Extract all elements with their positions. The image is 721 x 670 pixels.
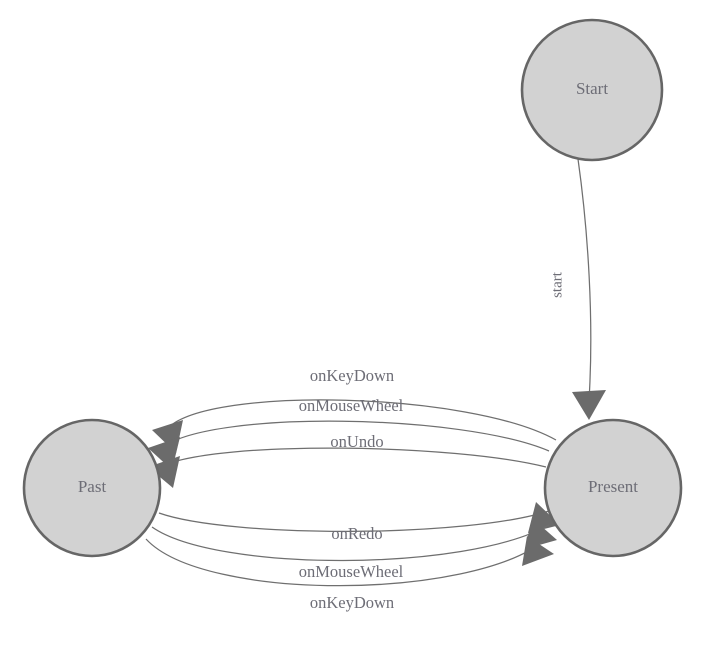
node-past-label: Past <box>78 477 107 496</box>
node-past-circle <box>22 418 162 558</box>
edge-label-past-to-present-onkeydown: onKeyDown <box>310 593 394 612</box>
edge-present-to-past-onundo-arrowhead <box>148 456 180 488</box>
edge-label-past-to-present-onredo: onRedo <box>331 524 382 543</box>
edge-start-to-present-arrowhead <box>572 390 606 420</box>
node-present[interactable]: Present <box>543 418 683 558</box>
edge-label-start: start <box>549 271 565 298</box>
edge-past-to-present-onredo-path <box>158 509 553 533</box>
edge-past-to-present-onkeydown[interactable]: onKeyDown <box>145 536 554 612</box>
edge-label-present-to-past-onkeydown: onKeyDown <box>310 366 394 385</box>
edge-past-to-present-onkeydown-arrowhead <box>522 536 554 566</box>
node-start[interactable]: Start <box>520 18 664 162</box>
edge-past-to-present-onredo[interactable]: onRedo <box>158 502 560 543</box>
edge-label-present-to-past-onundo: onUndo <box>330 432 383 451</box>
edge-past-to-present-onmousewheel-path <box>151 524 550 562</box>
node-present-circle <box>543 418 683 558</box>
edge-present-to-past-onmousewheel-path <box>162 420 550 452</box>
edge-label-past-to-present-onmousewheel: onMouseWheel <box>299 562 404 581</box>
node-present-label: Present <box>588 477 638 496</box>
edge-present-to-past-onundo-path <box>161 447 547 468</box>
node-start-circle <box>520 18 664 162</box>
edge-present-to-past-onkeydown-path <box>167 399 557 441</box>
node-start-label: Start <box>576 79 608 98</box>
edge-start-to-present[interactable]: start <box>549 158 606 420</box>
edge-start-to-present-path <box>577 158 592 401</box>
edge-past-to-present-onkeydown-path <box>145 538 546 587</box>
node-past[interactable]: Past <box>22 418 162 558</box>
edge-label-present-to-past-onmousewheel: onMouseWheel <box>299 396 404 415</box>
edge-present-to-past-onundo[interactable]: onUndo <box>148 432 547 488</box>
